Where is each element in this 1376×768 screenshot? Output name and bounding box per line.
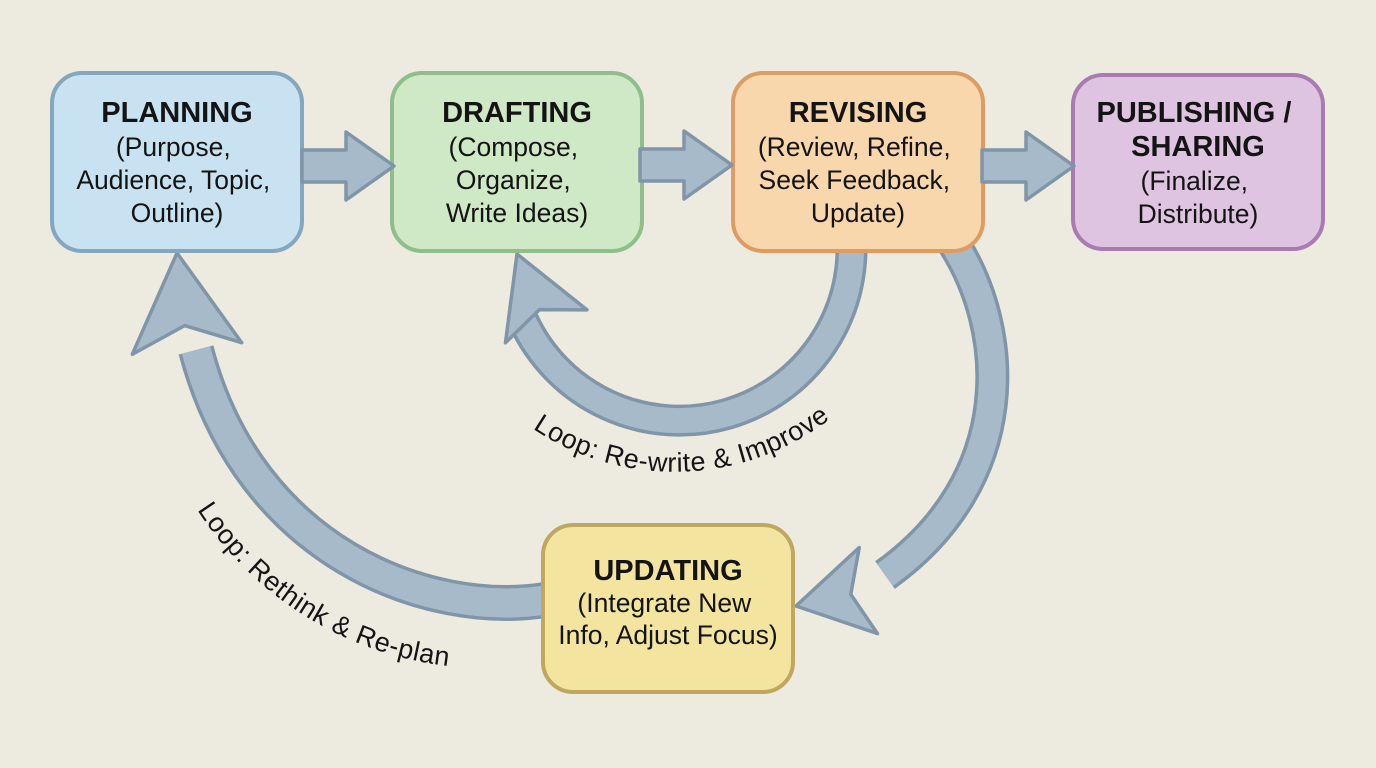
- loop-band: [511, 224, 864, 434]
- publishing-box-details: (Finalize, Distribute): [1138, 166, 1259, 229]
- revising-box-details: (Review, Refine, Seek Feedback, Update): [758, 132, 958, 228]
- publishing-box-title: PUBLISHING / SHARING: [1096, 97, 1299, 163]
- loop-arrowhead-icon: [503, 252, 589, 345]
- loop-updating-to-planning-arrow: [130, 251, 548, 621]
- drafting-box: DRAFTING (Compose, Organize, Write Ideas…: [390, 71, 644, 253]
- updating-box-details: (Integrate New Info, Adjust Focus): [558, 588, 777, 650]
- drafting-box-details: (Compose, Organize, Write Ideas): [446, 132, 588, 228]
- planning-box-details: (Purpose, Audience, Topic, Outline): [76, 132, 277, 228]
- updating-box: UPDATING (Integrate New Info, Adjust Foc…: [541, 523, 795, 694]
- updating-box-shape: [541, 523, 795, 694]
- planning-box-title: PLANNING: [101, 97, 252, 129]
- publishing-box: PUBLISHING / SHARING (Finalize, Distribu…: [1071, 73, 1325, 251]
- loop-revising-to-updating-arrow: [794, 228, 1010, 636]
- planning-box: PLANNING (Purpose, Audience, Topic, Outl…: [50, 71, 304, 253]
- loop-arrowhead-icon: [794, 545, 880, 636]
- arrow-drafting-to-revising-icon: [638, 129, 734, 201]
- updating-box-title: UPDATING: [593, 555, 742, 587]
- revising-box: REVISING (Review, Refine, Seek Feedback,…: [731, 71, 985, 253]
- arrow-planning-to-drafting-icon: [300, 130, 396, 202]
- loop-arrowhead-icon: [130, 251, 244, 356]
- loop-band: [181, 346, 548, 618]
- loop-band: [877, 230, 1006, 586]
- loop-revising-to-drafting-arrow: [503, 223, 868, 437]
- arrow-revising-to-publishing-icon: [980, 130, 1076, 202]
- revising-box-title: REVISING: [789, 97, 928, 129]
- publishing-box-shape: [1071, 73, 1325, 251]
- drafting-box-title: DRAFTING: [442, 97, 592, 129]
